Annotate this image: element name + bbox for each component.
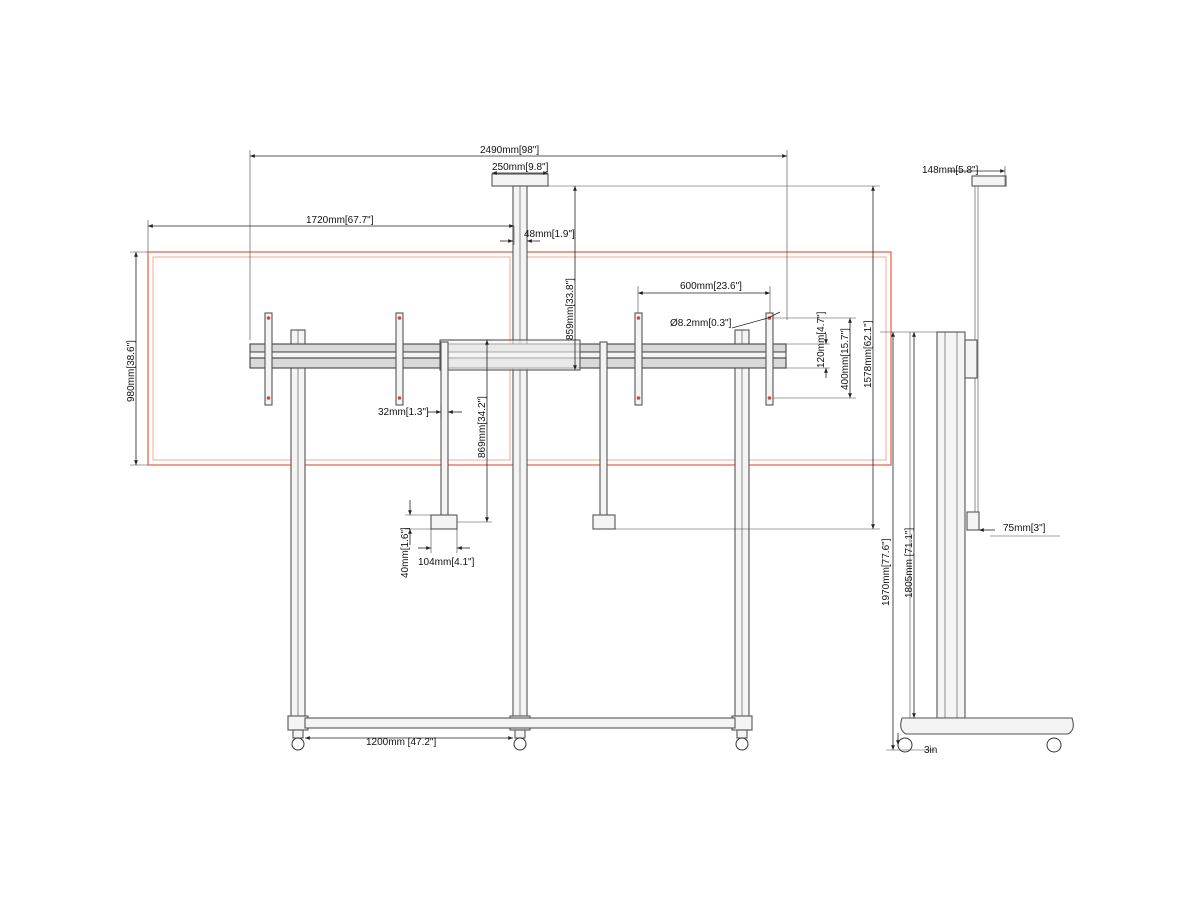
side-view	[880, 166, 1074, 753]
label-depth-bracket: 75mm[3"]	[1003, 523, 1046, 534]
label-bracket-height: 40mm[1.6"]	[400, 527, 411, 578]
label-total-height: 1970mm[77.6"]	[881, 538, 892, 606]
label-hole-diameter: Ø8.2mm[0.3"]	[670, 318, 732, 329]
label-max-height: 1578mm[62.1"]	[863, 320, 874, 388]
label-column-height: 1805mm [71.1"]	[904, 528, 915, 598]
label-column-gap: 48mm[1.9"]	[524, 229, 575, 240]
label-caster-height: 3in	[924, 745, 937, 756]
label-base-width: 1200mm [47.2"]	[366, 737, 436, 748]
shelf-supports	[430, 341, 616, 530]
vesa-arms	[264, 312, 774, 406]
label-bracket-width: 104mm[4.1"]	[418, 557, 475, 568]
label-top-plate-width: 250mm[9.8"]	[492, 162, 549, 173]
label-overall-width: 2490mm[98"]	[480, 145, 539, 156]
label-rail-gap: 32mm[1.3"]	[378, 407, 429, 418]
left-column	[287, 329, 309, 751]
center-plate	[439, 339, 581, 371]
label-screen-height: 980mm[38.6"]	[126, 340, 137, 402]
label-screen-width: 1720mm[67.7"]	[306, 215, 374, 226]
label-support-height: 869mm[34.2"]	[477, 396, 488, 458]
front-view	[130, 150, 892, 751]
right-column	[731, 329, 753, 751]
label-vesa-horizontal: 600mm[23.6"]	[680, 281, 742, 292]
label-depth-top: 148mm[5.8"]	[922, 165, 979, 176]
label-vesa-vertical: 400mm[15.7"]	[840, 328, 851, 390]
center-column	[491, 173, 549, 751]
dimension-labels: 2490mm[98"] 250mm[9.8"] 1720mm[67.7"] 48…	[126, 145, 1046, 756]
base-crossbar	[304, 717, 736, 729]
label-vertical-offset: 859mm[33.8"]	[565, 278, 576, 340]
label-arm-spacing: 120mm[4.7"]	[816, 311, 827, 368]
dimension-lines	[130, 150, 880, 740]
